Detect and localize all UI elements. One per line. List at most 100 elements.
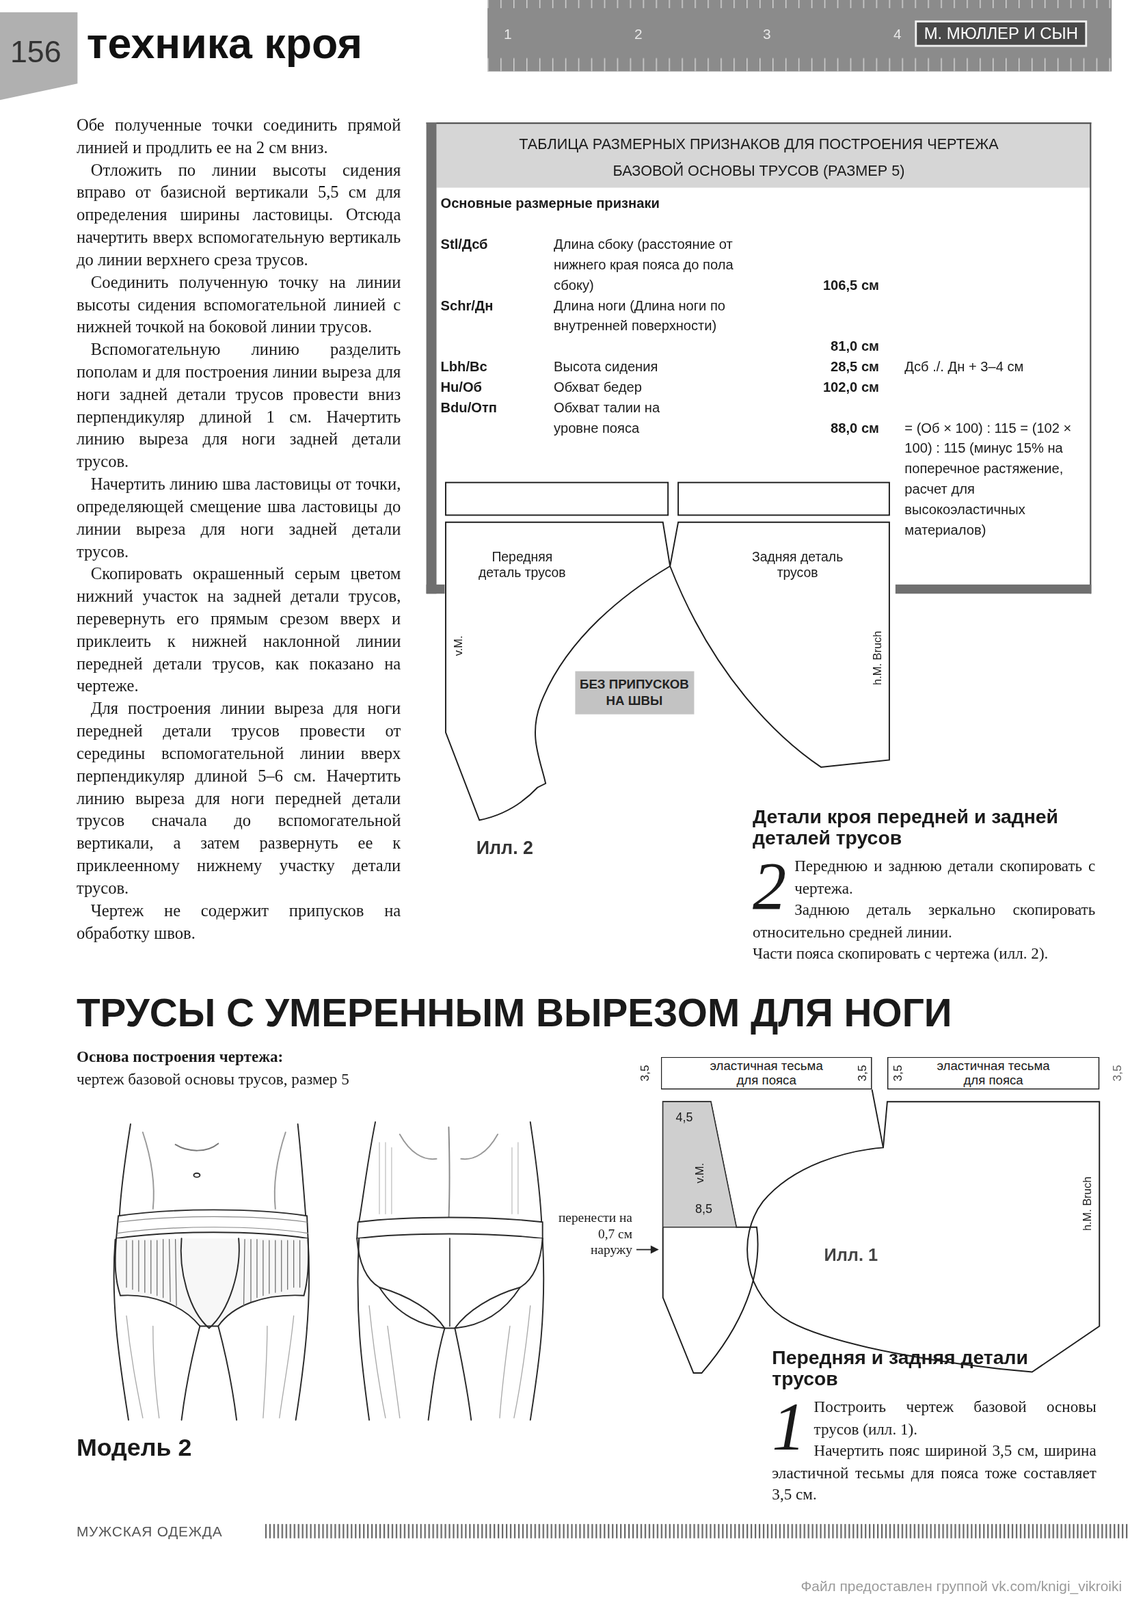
model-back-sketch	[379, 1142, 519, 1214]
step-text: Детали кроя передней и задней деталей тр…	[752, 805, 1069, 850]
note-box: БЕЗ ПРИПУСКОВ НА ШВЫ	[574, 671, 694, 715]
model-back-sketch	[448, 1127, 450, 1219]
model-back-sketch	[530, 1238, 544, 1420]
node-text: 1	[503, 24, 513, 44]
body-paragraph: Начертить линию шва ластовицы от точки, …	[76, 473, 401, 563]
node-text: 28,5 см	[777, 356, 880, 378]
outline-path	[487, 0, 1112, 72]
text-column: Обе полученные точки соединить прямой ли…	[76, 114, 401, 945]
model-back-sketch	[356, 1217, 543, 1239]
body-paragraph: Соединить полученную точку на линии высо…	[76, 271, 401, 339]
model-back-sketch	[356, 1121, 544, 1420]
elastic-band: эластичная тесьма для пояса	[661, 1056, 873, 1090]
outline-path	[487, 0, 1112, 72]
model-back-sketch	[356, 1238, 543, 1328]
dimension-label: 3,5	[637, 1065, 652, 1082]
ruler-band: 1 2 3 4 М. МЮЛЛЕР И СЫН	[487, 0, 1112, 72]
caption-label: Илл. 2	[476, 836, 534, 860]
caption-label: Основа построения чертежа:	[76, 1046, 284, 1068]
body-paragraph: Чертеж не содержит припусков на обработк…	[76, 899, 401, 945]
caption-label: МУЖСКАЯ ОДЕЖДА	[76, 1521, 223, 1541]
node-text: Lbh/Вс	[440, 356, 487, 378]
outline-path	[663, 1101, 759, 1373]
caption-label: ТРУСЫ С УМЕРЕННЫМ ВЫРЕЗОМ ДЛЯ НОГИ	[76, 989, 953, 1037]
node-text: Hu/Об	[440, 377, 482, 398]
step-text: 1	[771, 1397, 806, 1457]
model-front-sketch	[193, 1173, 200, 1178]
node-text: ТАБЛИЦА РАЗМЕРНЫХ ПРИЗНАКОВ ДЛЯ ПОСТРОЕН…	[487, 130, 1031, 184]
node-text: эластичная тесьма для пояса	[700, 1058, 833, 1088]
model-front-sketch	[115, 1238, 309, 1326]
outline-path	[669, 522, 890, 768]
step-text: Переднюю и заднюю детали скопировать с ч…	[752, 854, 1096, 899]
node-text: Обхват бедер	[553, 377, 774, 398]
model-back-sketch	[530, 1121, 542, 1222]
model-front-sketch	[142, 1132, 154, 1209]
node-text: 88,0 см	[777, 418, 880, 439]
model-back-sketch	[449, 1238, 451, 1326]
waistband-pieces	[445, 482, 668, 516]
dimension-label: 3,5	[854, 1065, 869, 1082]
elastic-band: эластичная тесьма для пояса	[887, 1056, 1100, 1090]
table-frame	[436, 123, 1091, 188]
node-text: Bdu/Отп	[440, 397, 497, 419]
table-frame	[426, 584, 446, 594]
step-text: Передняя и задняя детали трусов	[771, 1346, 1032, 1390]
node-text: эластичная тесьма для пояса	[926, 1058, 1060, 1088]
center-notch	[872, 1088, 884, 1148]
step-text: Заднюю деталь зеркально скопировать отно…	[752, 898, 1096, 943]
model-back-sketch	[379, 1287, 445, 1329]
model-front-sketch	[298, 1123, 307, 1219]
footer-ticks	[263, 1523, 1130, 1539]
outline-path	[663, 1101, 737, 1228]
model-back-sketch	[454, 1327, 472, 1420]
body-paragraph: Отложить по линии высоты сидения вправо …	[76, 159, 401, 272]
text-column: Передняя и задняя детали трусов 1Построит…	[771, 1346, 1096, 1505]
table-frame	[1089, 122, 1092, 594]
model-back-sketch	[357, 1238, 370, 1420]
node-text: Schr/Дн	[440, 296, 493, 317]
table-frame	[426, 122, 437, 594]
node-text: 102,0 см	[777, 377, 880, 398]
node-text: М. МЮЛЛЕР И СЫН	[924, 23, 1079, 44]
caption-label: Файл предоставлен группой vk.com/knigi_v…	[693, 1576, 1122, 1595]
model-front-sketch	[218, 1325, 237, 1420]
model-back-sketch	[369, 1305, 400, 1418]
node-text: 156	[10, 34, 62, 70]
table-frame	[895, 584, 1092, 594]
model-front-sketch	[126, 1239, 177, 1306]
center-notch	[872, 1088, 884, 1148]
pattern-piece-outline	[732, 1097, 1104, 1377]
node-text: = (Об × 100) : 115 = (102 × 100) : 115 (…	[904, 418, 1076, 541]
model-back-sketch	[428, 1327, 446, 1420]
text-column: Детали кроя передней и задней деталей тр…	[752, 805, 1096, 965]
model-front-sketch	[263, 1315, 294, 1418]
caption-label: перенести на 0,7 см наружу	[555, 1209, 633, 1257]
node-text: 2	[634, 24, 643, 44]
table-frame	[426, 122, 1092, 124]
outline-path	[0, 12, 78, 100]
caption-label: Илл. 1	[823, 1244, 878, 1266]
step-text: Построить чертеж базовой основы трусов (…	[771, 1395, 1096, 1439]
page-heading: техника кроя	[86, 18, 363, 70]
node-text: БЕЗ ПРИПУСКОВ НА ШВЫ	[576, 676, 692, 709]
step-text: Начертить пояс шириной 3,5 см, ширина эл…	[771, 1438, 1096, 1505]
model-front-sketch	[296, 1239, 309, 1420]
model-front-sketch	[181, 1325, 201, 1420]
model-front-sketch	[119, 1123, 131, 1219]
model-back-sketch	[399, 1134, 498, 1159]
node-text: 4,5	[673, 1109, 696, 1124]
node-text: 3	[762, 24, 772, 44]
node-text: 4	[893, 24, 902, 44]
body-paragraph: Обе полученные точки соединить прямой ли…	[76, 114, 401, 160]
node-text: h.M. Bruch	[870, 630, 885, 685]
node-text: Длина сбоку (расстояние от нижнего края …	[553, 234, 774, 297]
model-front-sketch	[181, 1238, 240, 1328]
page-number-tab: 156	[0, 12, 78, 100]
pattern-piece: Задняя деталь трусовh.M. Bruch	[665, 518, 894, 772]
node-text: Stl/Дсб	[440, 234, 488, 255]
node-text: Основные размерные признаки	[440, 193, 659, 214]
body-paragraph: Для построения линии выреза для ноги пер…	[76, 697, 401, 899]
node-text: Длина ноги (Длина ноги по внутренней пов…	[553, 296, 774, 338]
